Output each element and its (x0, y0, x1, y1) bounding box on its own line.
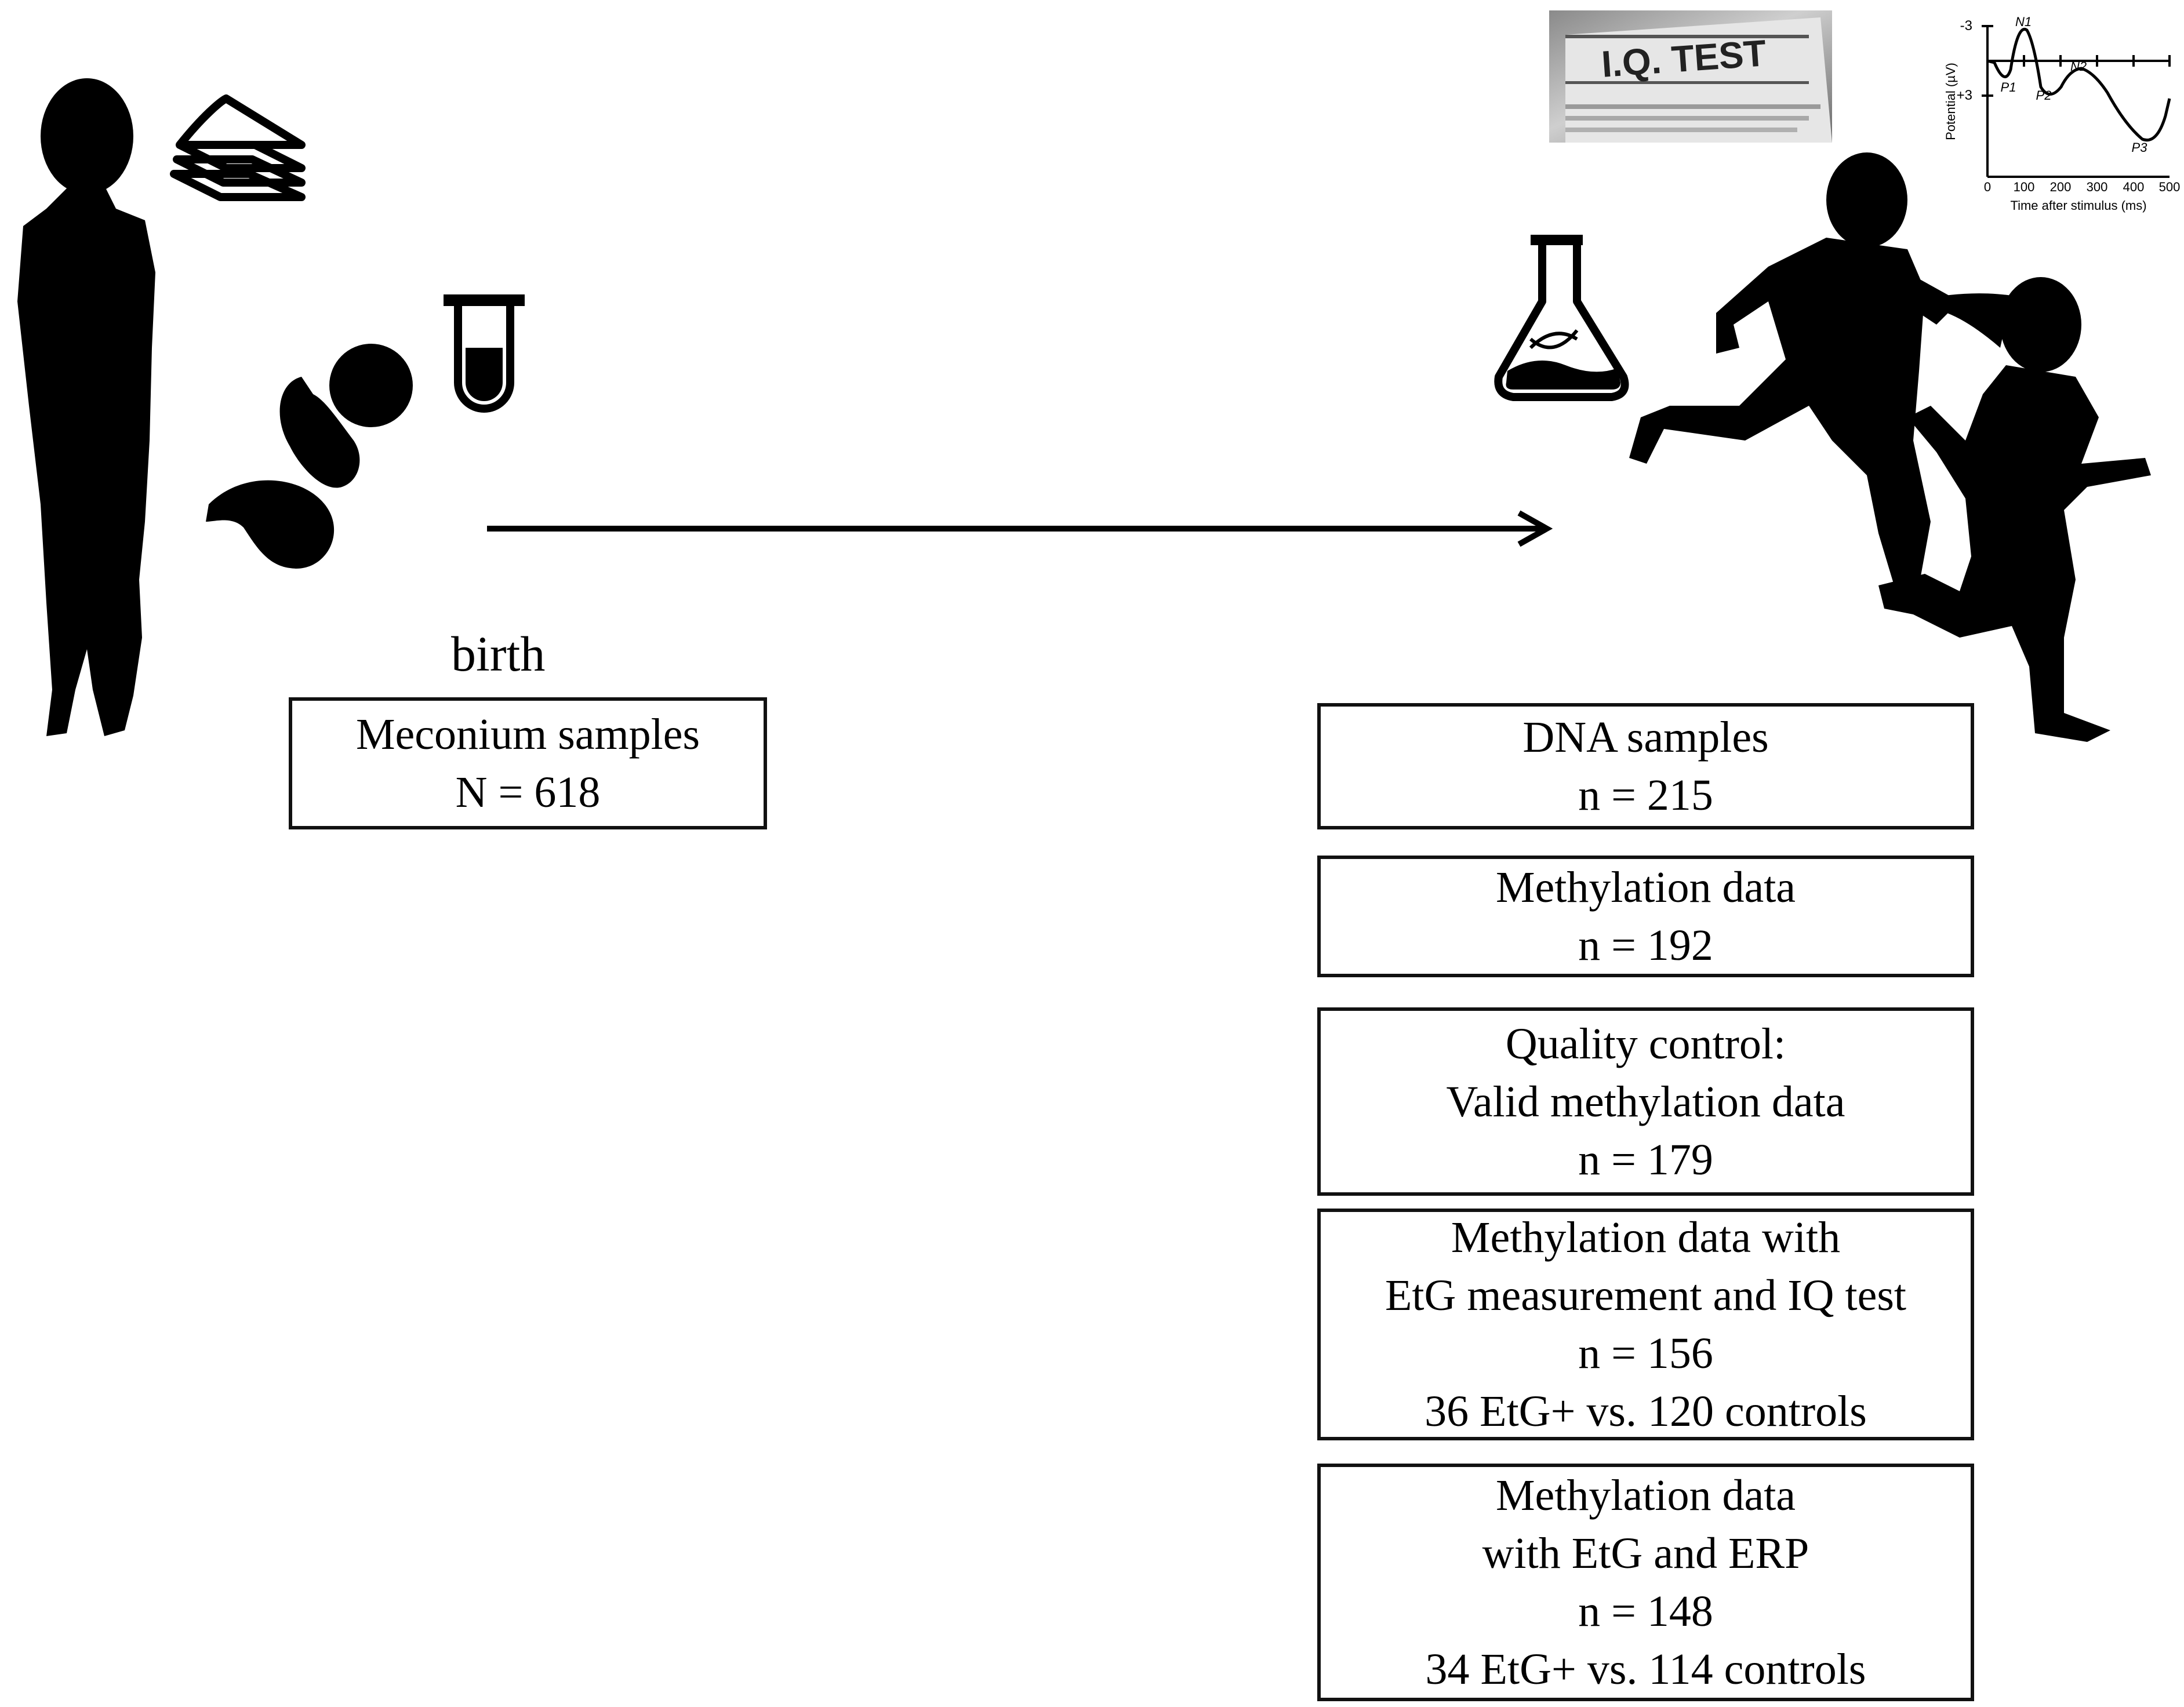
iq-test-photo: I.Q. TEST (1549, 10, 1832, 143)
test-tube-icon (444, 294, 525, 413)
xtick-label: 200 (2050, 180, 2072, 194)
etg-erp-box: Methylation data with EtG and ERP n = 14… (1317, 1464, 1974, 1701)
peak-label-n2: N2 (2070, 59, 2087, 74)
erp-waveform-inset: -3 +3 Potential (µV) 0 100 200 300 400 5… (1943, 14, 2180, 213)
erp-ylabel: Potential (µV) (1943, 63, 1958, 140)
box-line: N = 618 (455, 768, 601, 817)
running-children-silhouette-icon (1629, 152, 2151, 742)
box-line: EtG measurement and IQ test (1384, 1271, 1907, 1320)
papers-icon (170, 94, 306, 201)
etg-iq-box: Methylation data with EtG measurement an… (1317, 1209, 1974, 1440)
peak-label-p2: P2 (2036, 88, 2052, 103)
box-line: n = 179 (1578, 1135, 1713, 1184)
box-line: 34 EtG+ vs. 114 controls (1425, 1645, 1866, 1694)
box-line: 36 EtG+ vs. 120 controls (1424, 1387, 1867, 1436)
box-line: Quality control: (1505, 1019, 1786, 1068)
box-line: Methylation data (1495, 1471, 1796, 1520)
methylation-data-box: Methylation data n = 192 (1317, 856, 1974, 977)
box-line: Valid methylation data (1446, 1077, 1845, 1126)
baby-silhouette-icon (206, 344, 413, 569)
box-line: n = 156 (1578, 1329, 1713, 1378)
box-line: n = 215 (1578, 771, 1713, 820)
ytick-label: -3 (1960, 18, 1972, 34)
xtick-label: 400 (2123, 180, 2145, 194)
meconium-samples-box: Meconium samples N = 618 (289, 697, 767, 829)
birth-label: birth (451, 626, 546, 682)
ytick-label: +3 (1957, 88, 1972, 103)
xtick-label: 100 (2014, 180, 2035, 194)
timeline-arrow (487, 510, 1553, 547)
peak-label-n1: N1 (2015, 14, 2032, 29)
erp-xlabel: Time after stimulus (ms) (2010, 198, 2146, 213)
box-line: n = 148 (1578, 1587, 1713, 1636)
xtick-label: 300 (2087, 180, 2108, 194)
box-line: n = 192 (1578, 921, 1713, 970)
box-line: Methylation data (1495, 863, 1796, 912)
peak-label-p1: P1 (2001, 80, 2016, 94)
box-line: DNA samples (1522, 713, 1769, 762)
quality-control-box: Quality control: Valid methylation data … (1317, 1007, 1974, 1196)
xtick-label: 0 (1984, 180, 1991, 194)
dna-samples-box: DNA samples n = 215 (1317, 703, 1974, 829)
box-line: with EtG and ERP (1482, 1529, 1809, 1578)
peak-label-p3: P3 (2132, 140, 2148, 155)
box-line: Meconium samples (355, 710, 700, 759)
dna-flask-icon (1494, 235, 1629, 401)
box-line: Methylation data with (1451, 1213, 1841, 1262)
xtick-label: 500 (2159, 180, 2181, 194)
mother-silhouette-icon (17, 78, 155, 736)
